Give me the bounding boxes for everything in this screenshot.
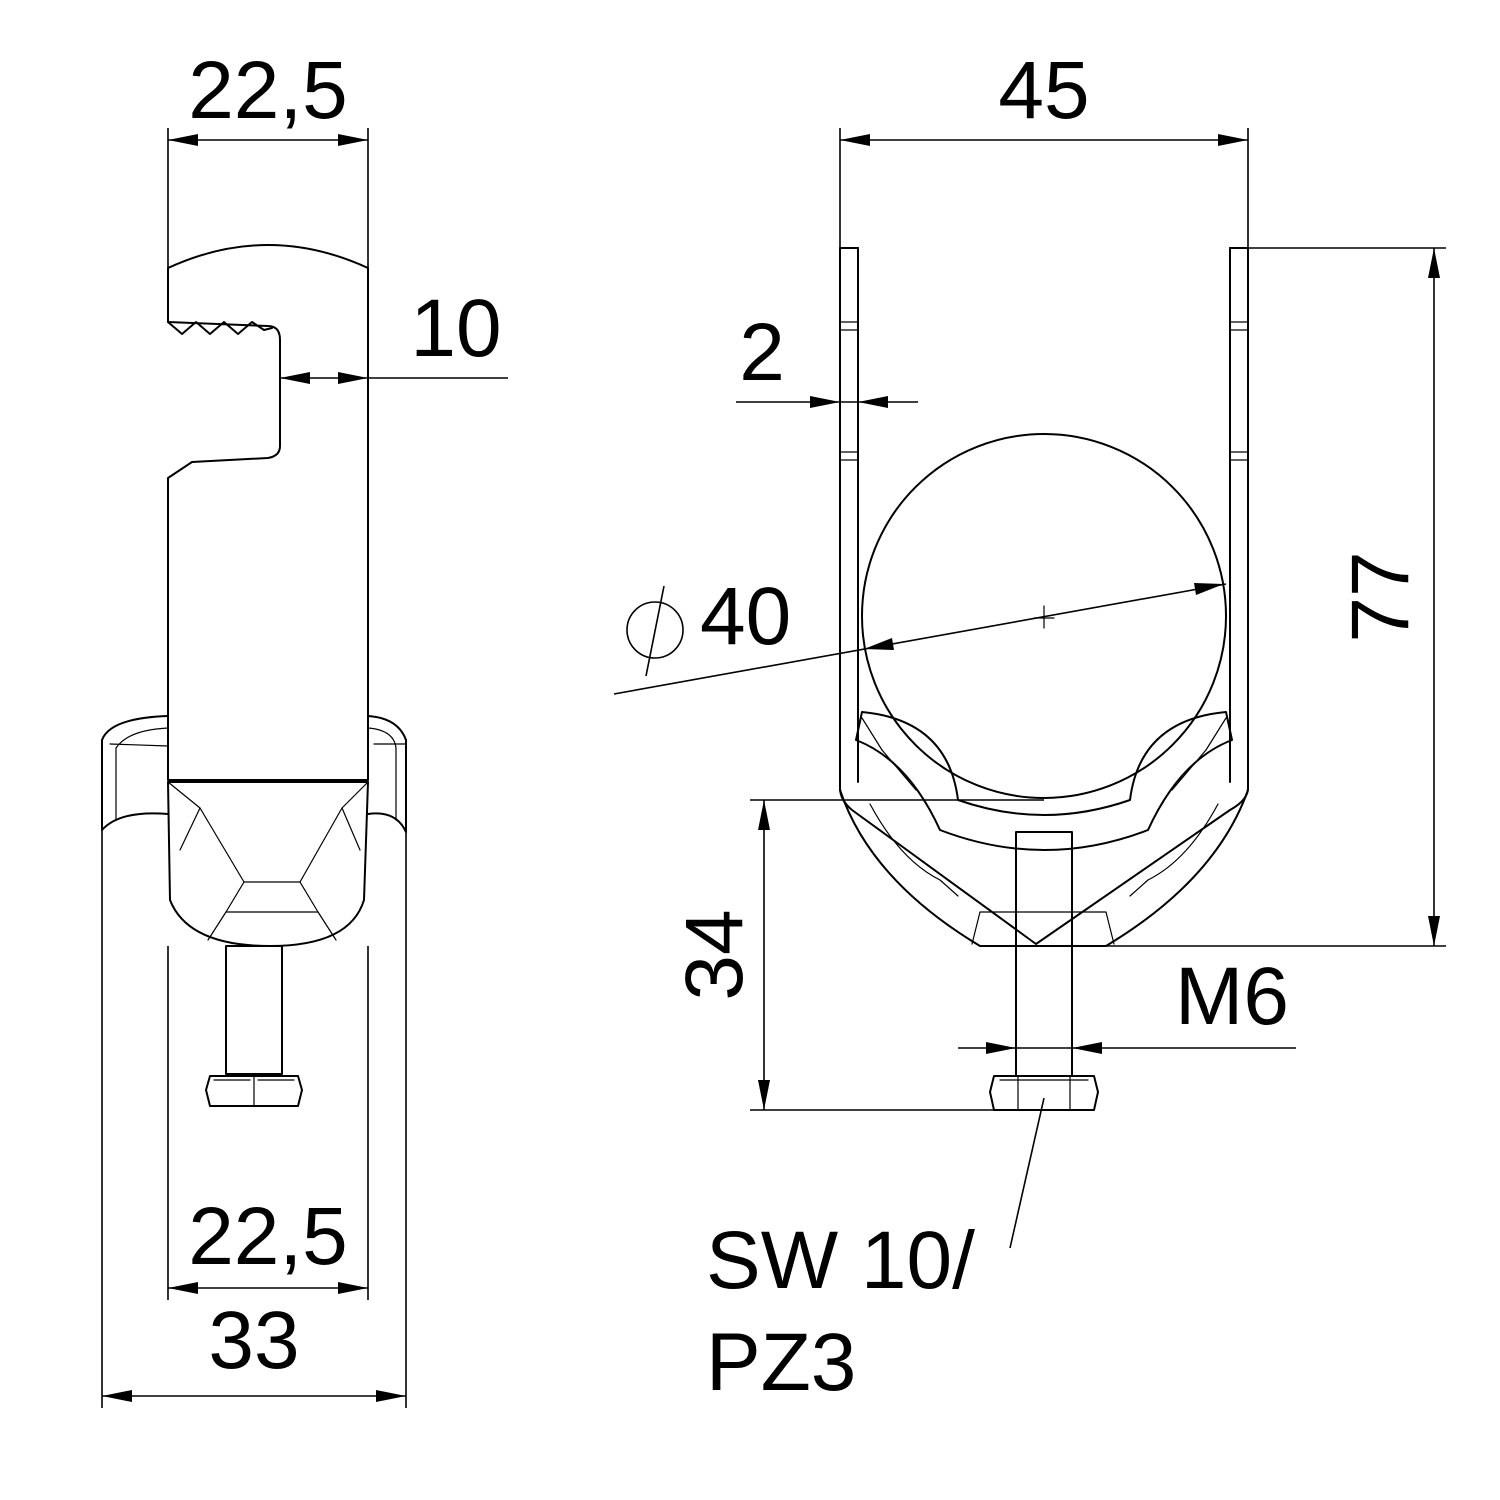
side-wing-right [367,715,407,833]
side-bolt-shaft [225,945,283,1075]
drive-label-line2: PZ3 [706,1317,856,1408]
front-strap-outer [839,247,1249,945]
side-wing-left [101,715,169,831]
pipe-circle [861,433,1227,799]
side-clip-teeth [167,321,273,335]
side-bolt-nut [205,1075,303,1107]
side-clip-body [167,244,369,781]
dim-side-overall-width: 33 [208,1295,299,1386]
dim-base-height: 34 [669,909,760,1000]
side-view [101,128,508,1408]
dim-hook-depth: 10 [410,283,501,374]
front-strap-inner [857,247,1231,783]
front-view [613,128,1446,1249]
dim-thread: M6 [1175,951,1289,1042]
drive-label-line1: SW 10/ [706,1215,975,1306]
dim-side-top-width: 22,5 [188,45,348,136]
dim-wall-thickness: 2 [739,307,785,398]
front-bolt-nut [989,1075,1099,1111]
front-saddle [855,711,1233,851]
dim-side-bottom-width: 22,5 [188,1191,348,1282]
dim-pipe-diameter: 40 [700,571,791,662]
dim-total-height: 77 [1335,551,1426,642]
dim-front-width: 45 [998,45,1089,136]
front-bolt-shaft [1015,831,1073,1077]
